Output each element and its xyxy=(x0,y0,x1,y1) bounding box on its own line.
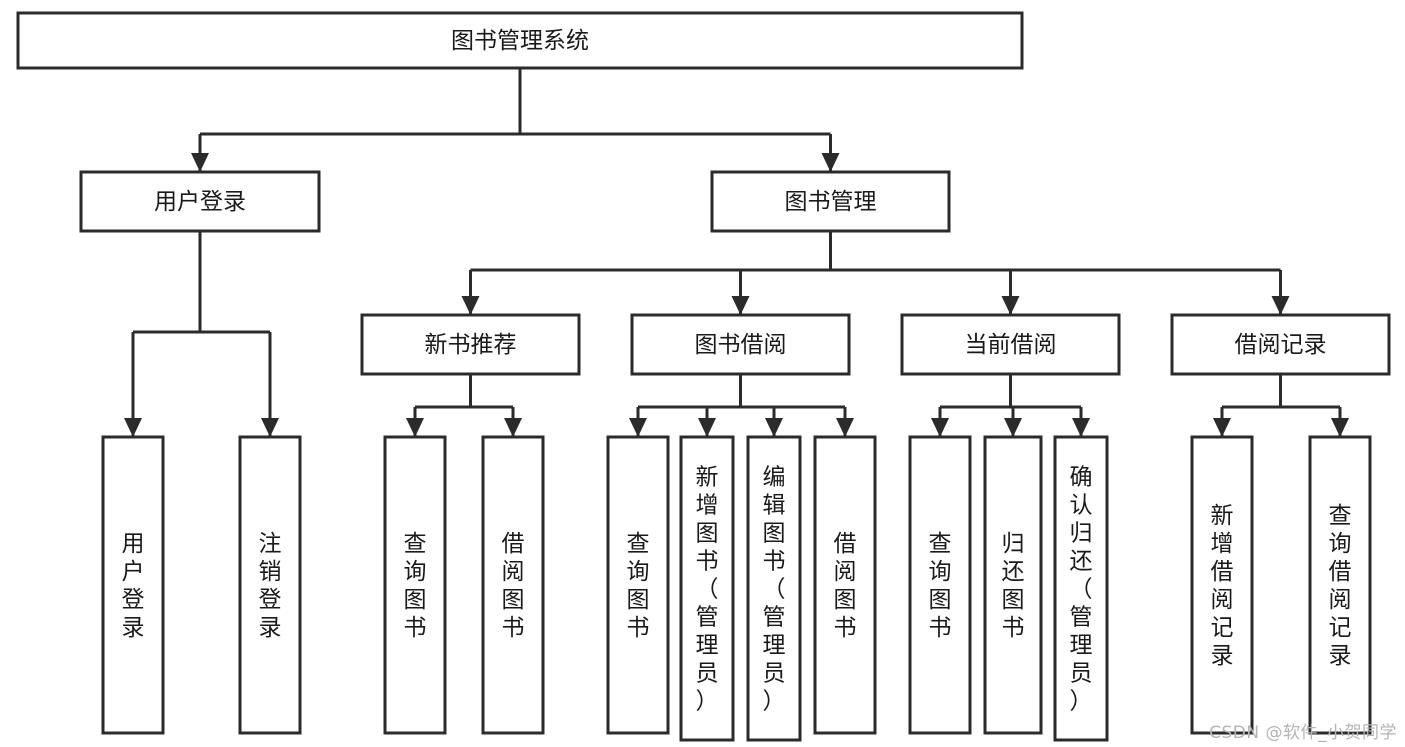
node-label-new-book-rec: 新书推荐 xyxy=(425,332,517,358)
node-leaf-borrow-book[interactable]: 借阅图书 xyxy=(813,435,877,735)
node-label-leaf-confirm-return: 确认归还（管理员） xyxy=(1070,464,1093,714)
node-box-leaf-return-book[interactable] xyxy=(983,435,1043,735)
node-box-leaf-query-book-cur[interactable] xyxy=(908,435,972,735)
node-label-leaf-add-book: 新增图书（管理员） xyxy=(696,464,719,714)
node-leaf-add-record[interactable]: 新增借阅记录 xyxy=(1190,435,1254,735)
arrow-head-icon xyxy=(406,418,424,437)
arrow-head-icon xyxy=(821,153,840,172)
node-label-leaf-query-book-rec: 查询图书 xyxy=(404,531,427,641)
arrow-head-icon xyxy=(461,296,480,315)
node-box-user-login[interactable] xyxy=(79,170,321,233)
arrow-head-icon xyxy=(1213,418,1231,437)
node-box-root[interactable] xyxy=(16,11,1024,70)
node-user-login[interactable]: 用户登录 xyxy=(79,170,321,233)
edges-layer xyxy=(124,68,1349,437)
node-label-leaf-edit-book: 编辑图书（管理员） xyxy=(763,464,786,714)
node-box-leaf-borrow-book-rec[interactable] xyxy=(481,435,545,735)
node-borrow-record[interactable]: 借阅记录 xyxy=(1170,313,1391,376)
node-label-user-login: 用户登录 xyxy=(154,189,246,215)
node-label-leaf-borrow-book-rec: 借阅图书 xyxy=(502,531,525,641)
node-leaf-query-record[interactable]: 查询借阅记录 xyxy=(1308,435,1372,735)
node-leaf-borrow-book-rec[interactable]: 借阅图书 xyxy=(481,435,545,735)
node-box-leaf-confirm-return[interactable] xyxy=(1053,435,1109,742)
node-leaf-add-book[interactable]: 新增图书（管理员） xyxy=(679,435,735,742)
arrow-head-icon xyxy=(1072,418,1090,437)
arrow-head-icon xyxy=(124,418,142,437)
node-label-leaf-query-book-borrow: 查询图书 xyxy=(627,531,650,641)
node-new-book-rec[interactable]: 新书推荐 xyxy=(360,313,581,376)
node-label-book-manage: 图书管理 xyxy=(785,189,877,215)
node-box-leaf-logout[interactable] xyxy=(238,435,302,735)
node-leaf-user-login[interactable]: 用户登录 xyxy=(101,435,165,735)
node-leaf-query-book-borrow[interactable]: 查询图书 xyxy=(606,435,670,735)
arrow-head-icon xyxy=(1331,418,1349,437)
node-label-leaf-query-record: 查询借阅记录 xyxy=(1329,503,1352,669)
node-label-borrow-record: 借阅记录 xyxy=(1235,332,1327,358)
node-label-leaf-return-book: 归还图书 xyxy=(1002,531,1025,641)
arrow-head-icon xyxy=(1001,296,1020,315)
node-leaf-confirm-return[interactable]: 确认归还（管理员） xyxy=(1053,435,1109,742)
node-box-current-borrow[interactable] xyxy=(900,313,1121,376)
arrow-head-icon xyxy=(1004,418,1022,437)
arrow-head-icon xyxy=(504,418,522,437)
node-label-leaf-query-book-cur: 查询图书 xyxy=(929,531,952,641)
arrow-head-icon xyxy=(836,418,854,437)
node-label-leaf-add-record: 新增借阅记录 xyxy=(1211,503,1234,669)
node-box-borrow-record[interactable] xyxy=(1170,313,1391,376)
arrow-head-icon xyxy=(261,418,279,437)
arrow-head-icon xyxy=(731,296,750,315)
arrow-head-icon xyxy=(191,153,209,172)
arrow-head-icon xyxy=(629,418,647,437)
node-box-book-manage[interactable] xyxy=(710,170,951,233)
watermark-text: CSDN @软件_小贺同学 xyxy=(1209,723,1397,743)
node-leaf-query-book-rec[interactable]: 查询图书 xyxy=(383,435,447,735)
node-leaf-edit-book[interactable]: 编辑图书（管理员） xyxy=(746,435,802,742)
node-current-borrow[interactable]: 当前借阅 xyxy=(900,313,1121,376)
node-box-new-book-rec[interactable] xyxy=(360,313,581,376)
node-box-leaf-query-record[interactable] xyxy=(1308,435,1372,735)
node-label-leaf-logout: 注销登录 xyxy=(259,531,282,641)
node-label-leaf-user-login: 用户登录 xyxy=(122,531,145,641)
node-label-root: 图书管理系统 xyxy=(451,28,589,54)
node-box-leaf-query-book-rec[interactable] xyxy=(383,435,447,735)
node-leaf-return-book[interactable]: 归还图书 xyxy=(983,435,1043,735)
node-leaf-query-book-cur[interactable]: 查询图书 xyxy=(908,435,972,735)
node-box-leaf-user-login[interactable] xyxy=(101,435,165,735)
node-box-leaf-query-book-borrow[interactable] xyxy=(606,435,670,735)
node-label-leaf-borrow-book: 借阅图书 xyxy=(834,531,857,641)
node-label-book-borrow: 图书借阅 xyxy=(695,332,787,358)
arrow-head-icon xyxy=(765,418,783,437)
node-label-current-borrow: 当前借阅 xyxy=(965,332,1057,358)
arrow-head-icon xyxy=(931,418,949,437)
node-box-leaf-edit-book[interactable] xyxy=(746,435,802,742)
arrow-head-icon xyxy=(1271,296,1290,315)
arrow-head-icon xyxy=(698,418,716,437)
node-box-leaf-add-record[interactable] xyxy=(1190,435,1254,735)
nodes-layer: 图书管理系统用户登录图书管理新书推荐图书借阅当前借阅借阅记录用户登录注销登录查询… xyxy=(16,11,1391,742)
node-book-borrow[interactable]: 图书借阅 xyxy=(630,313,851,376)
node-box-leaf-borrow-book[interactable] xyxy=(813,435,877,735)
node-box-book-borrow[interactable] xyxy=(630,313,851,376)
node-root[interactable]: 图书管理系统 xyxy=(16,11,1024,70)
node-leaf-logout[interactable]: 注销登录 xyxy=(238,435,302,735)
node-box-leaf-add-book[interactable] xyxy=(679,435,735,742)
node-book-manage[interactable]: 图书管理 xyxy=(710,170,951,233)
